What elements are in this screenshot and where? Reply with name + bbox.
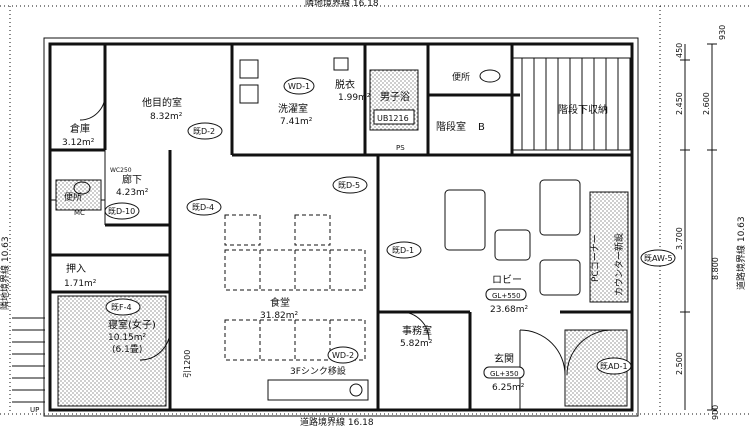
- up-label: UP: [30, 406, 39, 414]
- room-stair-b: B: [478, 122, 485, 133]
- sink: [267, 379, 369, 401]
- tag-kd-1: 既D-1: [392, 246, 414, 255]
- outer-walls: [43, 37, 639, 417]
- dining-tables: [224, 214, 366, 361]
- staircase: [511, 57, 631, 151]
- tag-wd-2: WD-2: [332, 351, 354, 360]
- dim-3700: 3.700: [675, 227, 684, 250]
- dim-900: 900: [711, 405, 720, 420]
- bottom-boundary-label: 道路境界線 16.18: [300, 416, 374, 426]
- counter-label: カウンター新設: [613, 233, 625, 296]
- room-office-area: 5.82m²: [400, 339, 433, 349]
- exterior-stair: [12, 317, 45, 403]
- ub-label: UB1216: [377, 114, 409, 123]
- right-boundary-label: 道路境界線 10.63: [735, 216, 747, 290]
- room-hallway-area: 4.23m²: [116, 188, 149, 198]
- tag-kaw-5: 既AW-5: [644, 254, 673, 263]
- dim-8800: 8.800: [711, 257, 720, 280]
- room-dressing-name: 脱衣: [335, 78, 355, 91]
- room-dining-name: 食堂: [270, 296, 290, 309]
- room-entrance-area: 6.25m²: [492, 383, 525, 393]
- room-storage-area: 3.12m²: [62, 138, 95, 148]
- dim-930: 930: [718, 25, 727, 40]
- room-entrance-name: 玄関: [494, 352, 514, 365]
- pc-counter-hatch: [589, 191, 629, 303]
- entrance-gl-badge: [483, 366, 525, 379]
- left-boundary-label: 隣地境界線 10.63: [0, 236, 11, 310]
- pc-corner-label: PCコーナー: [590, 234, 601, 282]
- tag-kf-4: 既F-4: [111, 303, 132, 312]
- site-boundary: [0, 5, 752, 415]
- room-bedroom-area: 10.15m²: [108, 333, 147, 343]
- toilet-left-fixture: [73, 181, 91, 195]
- room-hallway-name: 廊下: [122, 173, 142, 186]
- dim-2600: 2.600: [702, 92, 711, 115]
- room-toilet-left-name: 便所: [64, 191, 82, 203]
- room-under-stair-name: 階段下収納: [558, 103, 608, 116]
- room-lobby-name: ロビー: [492, 274, 522, 286]
- top-boundary-label: 隣地境界線 16.18: [305, 0, 379, 9]
- dimension-lines: [680, 43, 717, 411]
- dim-2500: 2.500: [675, 352, 684, 375]
- room-mensbath-name: 男子浴: [380, 91, 410, 103]
- room-office-name: 事務室: [402, 324, 432, 337]
- lobby-sofas: [444, 179, 581, 296]
- dryer: [333, 57, 349, 71]
- tag-kd-4: 既D-4: [192, 203, 214, 212]
- ps-label: PS: [396, 144, 405, 152]
- room-dressing-area: 1.99m²: [338, 93, 371, 103]
- room-dining-area: 31.82m²: [260, 311, 299, 321]
- bedroom-closet-hatch: [57, 295, 167, 407]
- tag-wd-1: WD-1: [288, 82, 310, 91]
- room-lobby-gl: GL+550: [492, 292, 521, 300]
- lobby-gl-badge: [485, 288, 527, 301]
- room-closet-area: 1.71m²: [64, 279, 97, 289]
- room-bedroom-tatami: (6.1畳): [112, 344, 142, 355]
- tag-kd-10: 既D-10: [108, 207, 135, 216]
- room-wash-name: 洗濯室: [278, 102, 308, 115]
- room-toilet-top-name: 便所: [452, 71, 470, 83]
- room-other-name: 他目的室: [142, 96, 182, 109]
- room-stair-name: 階段室: [436, 120, 466, 133]
- ub-box: [373, 109, 415, 125]
- room-wash-area: 7.41m²: [280, 117, 313, 127]
- toilet-hatch: [55, 179, 102, 211]
- room-other-area: 8.32m²: [150, 112, 183, 122]
- fixture-mc: MC: [74, 209, 85, 217]
- door-tags: [104, 77, 676, 375]
- fixture-w: WC250: [110, 167, 132, 174]
- room-lobby-area: 23.68m²: [490, 305, 529, 315]
- cupboard-label: 引1200: [183, 350, 192, 378]
- toilet-top-fixture: [479, 69, 501, 83]
- dim-450: 450: [675, 43, 684, 58]
- tag-kd-2: 既D-2: [193, 127, 215, 136]
- sink-bowl: [349, 383, 363, 397]
- dim-2450: 2.450: [675, 92, 684, 115]
- tag-kd-5: 既D-5: [338, 181, 360, 190]
- room-bedroom-name: 寝室(女子): [108, 318, 156, 331]
- room-storage-name: 倉庫: [70, 122, 90, 135]
- tag-kad-1: 既AD-1: [600, 362, 628, 371]
- sink-label: 3Fシンク移設: [290, 365, 346, 377]
- washer-2: [239, 84, 259, 104]
- washer-1: [239, 59, 259, 79]
- room-closet-name: 押入: [66, 262, 86, 275]
- room-entrance-gl: GL+350: [490, 370, 519, 378]
